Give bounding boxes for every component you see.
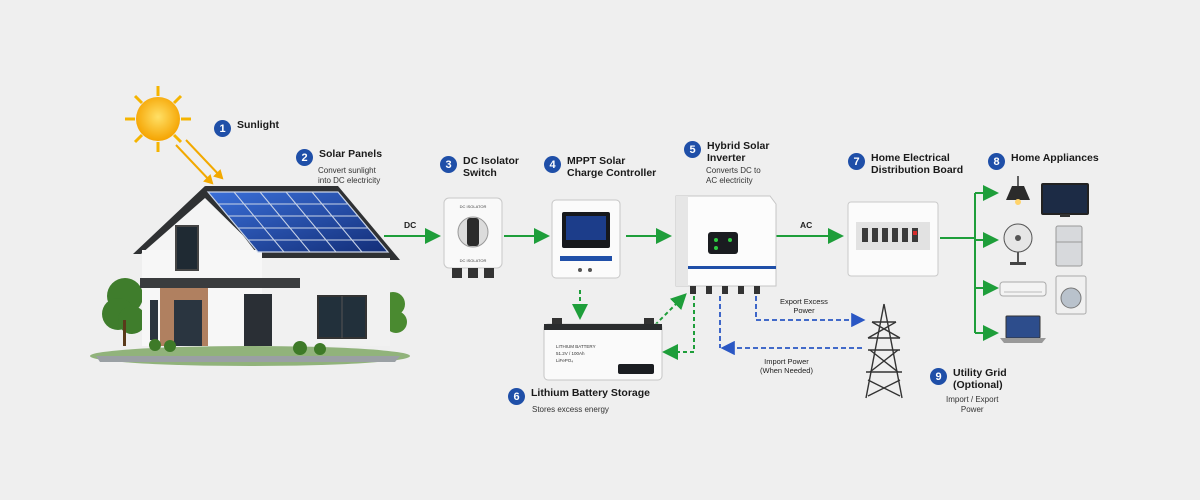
ac-flow-label: AC [800, 220, 813, 230]
air-conditioner-icon [999, 281, 1047, 297]
television-icon [1041, 183, 1089, 217]
step-hybrid-inverter: 5 Hybrid Solar Inverter [684, 140, 769, 164]
inverter-icon [675, 195, 777, 294]
refrigerator-icon [1055, 225, 1083, 267]
distribution-board-icon [847, 201, 939, 277]
grid-flow-arrows [719, 296, 866, 356]
step-lithium-battery: 6 Lithium Battery Storage [508, 387, 650, 405]
step-utility-grid: 9 Utility Grid (Optional) [930, 367, 1007, 391]
step-title: DC Isolator Switch [463, 155, 520, 179]
import-power-label: Import Power (When Needed) [760, 357, 813, 375]
step-number-badge: 1 [214, 120, 231, 137]
transmission-tower-icon [865, 303, 903, 399]
step-dc-isolator: 3 DC Isolator Switch [440, 155, 519, 179]
battery-label-line1: LITHIUM BATTERY [556, 344, 596, 349]
step-number-badge: 4 [544, 156, 561, 173]
step-mppt-controller: 4 MPPT Solar Charge Controller [544, 155, 656, 179]
step-number-badge: 8 [988, 153, 1005, 170]
charge-controller-icon [551, 199, 621, 279]
step-number-badge: 5 [684, 141, 701, 158]
step-utility-grid-desc: Import / Export Power [946, 395, 999, 414]
step-title: Lithium Battery Storage [531, 387, 651, 399]
step-lithium-battery-desc: Stores excess energy [532, 405, 609, 414]
step-number-badge: 9 [930, 368, 947, 385]
sunlight-ray-arrows [175, 139, 224, 185]
step-number-badge: 6 [508, 388, 525, 405]
step-number-badge: 7 [848, 153, 865, 170]
step-sunlight: 1 Sunlight [214, 119, 279, 137]
fan-icon [1003, 223, 1033, 265]
step-title: Home Appliances [1011, 152, 1099, 164]
solar-panel-icon [206, 191, 390, 253]
step-title: Sunlight [237, 119, 279, 131]
washing-machine-icon [1055, 275, 1087, 315]
isolator-switch-icon: DC ISOLATOR DC ISOLATOR [443, 197, 503, 278]
step-title: MPPT Solar Charge Controller [567, 155, 657, 179]
sun-icon [125, 86, 191, 152]
step-solar-panels-desc: Convert sunlight into DC electricity [318, 166, 381, 185]
step-number-badge: 3 [440, 156, 457, 173]
laptop-icon [1000, 315, 1046, 343]
ac-flow-arrows [776, 185, 999, 341]
step-solar-panels: 2 Solar Panels [296, 148, 382, 166]
isolator-bottom-text: DC ISOLATOR [460, 258, 487, 263]
battery-label-line3: LiFePO₄ [556, 358, 573, 363]
step-distribution-board: 7 Home Electrical Distribution Board [848, 152, 963, 176]
step-title: Utility Grid (Optional) [953, 367, 1007, 391]
isolator-top-text: DC ISOLATOR [460, 204, 487, 209]
step-hybrid-inverter-desc: Converts DC to AC electricity [706, 166, 761, 185]
step-title: Home Electrical Distribution Board [871, 152, 964, 176]
battery-label-line2: 51.2V / 100Ah [556, 351, 585, 356]
step-title: Solar Panels [319, 148, 383, 160]
step-title: Hybrid Solar Inverter [707, 140, 770, 164]
pendant-lamp-icon [1006, 176, 1030, 205]
step-number-badge: 2 [296, 149, 313, 166]
step-home-appliances: 8 Home Appliances [988, 152, 1099, 170]
battery-icon: LITHIUM BATTERY 51.2V / 100Ah LiFePO₄ [543, 318, 663, 381]
appliances-icon [999, 176, 1089, 343]
export-power-label: Export Excess Power [780, 297, 828, 315]
dc-flow-label: DC [404, 220, 417, 230]
